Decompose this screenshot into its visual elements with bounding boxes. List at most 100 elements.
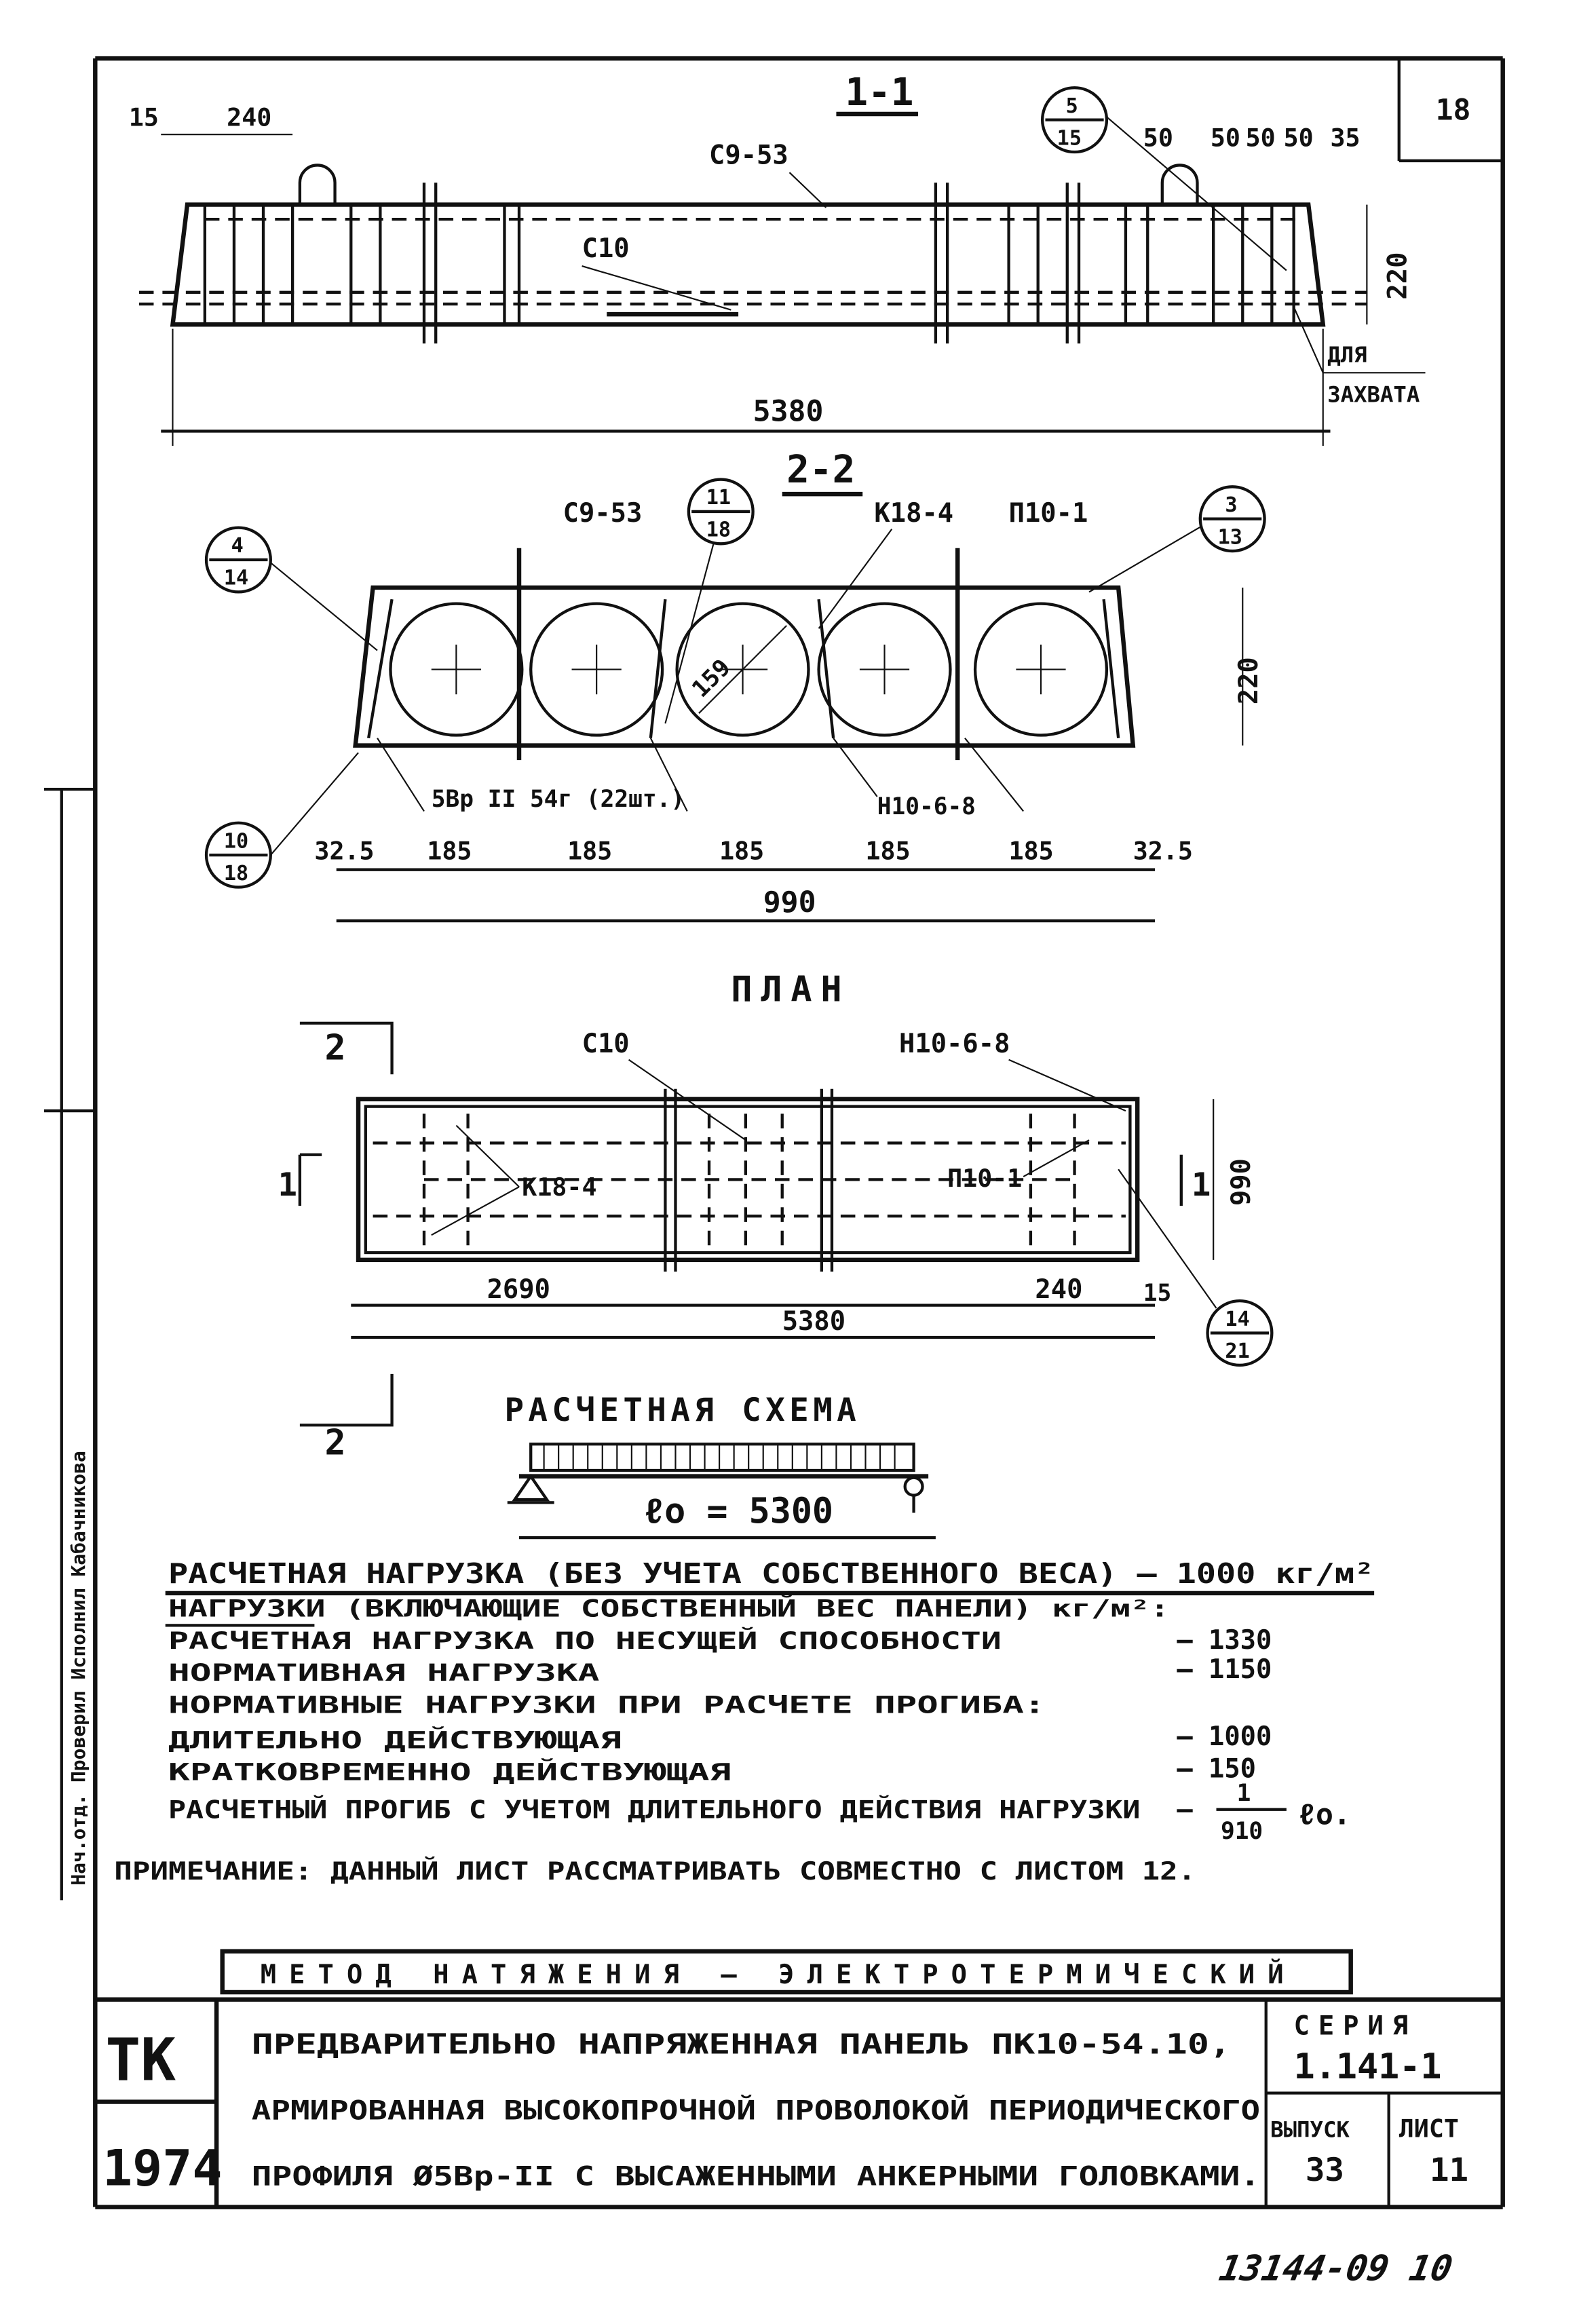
design-scheme: РАСЧЕТНАЯ СХЕМА ℓo = 5300	[504, 1392, 936, 1540]
left-signature-strip: Нач.отд. Проверил Исполнил Кабачникова	[43, 788, 96, 1901]
svg-text:10: 10	[224, 829, 248, 853]
load-row-value: — 1150	[1177, 1654, 1272, 1685]
callout-5-15: 5 15	[1041, 86, 1287, 271]
grip-note-2: ЗАХВАТА	[1327, 381, 1420, 407]
method-box: МЕТОД НАТЯЖЕНИЯ — ЭЛЕКТРОТЕРМИЧЕСКИЙ	[220, 1949, 1353, 1995]
title-line-2: АРМИРОВАННАЯ ВЫСОКОПРОЧНОЙ ПРОВОЛОКОЙ ПЕ…	[252, 2094, 1260, 2126]
svg-text:14: 14	[224, 567, 248, 590]
left-strip-text: Нач.отд. Проверил Исполнил Кабачникова	[67, 1451, 90, 1886]
plan-label-c10: С10	[582, 1029, 630, 1059]
load-row-label: КРАТКОВРЕМЕННО ДЕЙСТВУЮЩАЯ	[168, 1759, 731, 1787]
title-line-3: ПРОФИЛЯ Ø5Вр-II С ВЫСАЖЕННЫМИ АНКЕРНЫМИ …	[252, 2161, 1260, 2192]
cut-mark-1-left: 1	[278, 1166, 298, 1204]
plan-width-990: 990	[1226, 1158, 1257, 1206]
svg-text:11: 11	[706, 486, 731, 510]
sheet-corner-number: 18	[1436, 94, 1471, 128]
plan-label-p10-1: П10-1	[947, 1164, 1022, 1193]
issue-label: ВЫПУСК	[1270, 2116, 1350, 2142]
load-row-label: НОРМАТИВНАЯ НАГРУЗКА	[168, 1660, 600, 1687]
plan-label-n10-6-8: Н10-6-8	[899, 1029, 1010, 1059]
plan-dim-5380: 5380	[782, 1306, 845, 1337]
series-label: СЕРИЯ	[1294, 2011, 1417, 2041]
dim-15: 15	[129, 102, 159, 132]
dim-185-3: 185	[719, 837, 764, 866]
deflection-numerator: 1	[1237, 1780, 1251, 1807]
label-k18-4: К18-4	[874, 498, 953, 529]
svg-text:18: 18	[224, 862, 248, 885]
year: 1974	[102, 2139, 222, 2197]
svg-text:3: 3	[1225, 493, 1237, 517]
loads-text: РАСЧЕТНАЯ НАГРУЗКА (БЕЗ УЧЕТА СОБСТВЕННО…	[114, 1557, 1375, 1886]
deflection-suffix: ℓo.	[1298, 1797, 1351, 1831]
cut-mark-2-bottom: 2	[325, 1422, 346, 1463]
callout-4-14: 414	[204, 526, 378, 651]
dim-50-1: 50	[1143, 123, 1173, 152]
loads-header: НАГРУЗКИ (ВКЛЮЧАЮЩИЕ СОБСТВЕННЫЙ ВЕС ПАН…	[168, 1595, 1170, 1622]
org-code: ТК	[105, 2026, 176, 2094]
label-c10: С10	[582, 233, 630, 264]
scheme-span: ℓo = 5300	[643, 1491, 833, 1532]
dim-185-2: 185	[567, 837, 612, 866]
svg-text:4: 4	[231, 534, 244, 558]
width-990: 990	[763, 885, 816, 919]
dim-240: 240	[227, 102, 271, 132]
design-load-line: РАСЧЕТНАЯ НАГРУЗКА (БЕЗ УЧЕТА СОБСТВЕННО…	[168, 1557, 1374, 1590]
cut-mark-2-top: 2	[325, 1028, 346, 1069]
section-2-2-title: 2-2	[786, 448, 855, 492]
callout-14-21: 14 21	[1118, 1168, 1274, 1367]
cut-mark-1-right: 1	[1192, 1166, 1211, 1204]
load-row-label: РАСЧЕТНАЯ НАГРУЗКА ПО НЕСУЩЕЙ СПОСОБНОСТ…	[168, 1627, 1002, 1655]
label-n10-6-8: Н10-6-8	[877, 793, 976, 820]
load-row-value: — 150	[1177, 1753, 1256, 1784]
note: ПРИМЕЧАНИЕ: ДАННЫЙ ЛИСТ РАССМАТРИВАТЬ СО…	[114, 1856, 1196, 1886]
length-5380: 5380	[753, 394, 824, 428]
dim-50-2: 50	[1211, 123, 1240, 152]
section-1-1-title: 1-1	[845, 71, 913, 115]
load-row-value: — 1330	[1177, 1625, 1272, 1656]
plan-label-k18-4: К18-4	[522, 1173, 596, 1202]
svg-text:5: 5	[1066, 94, 1078, 118]
dim-185-1: 185	[427, 837, 472, 866]
deflection-label: РАСЧЕТНЫЙ ПРОГИБ С УЧЕТОМ ДЛИТЕЛЬНОГО ДЕ…	[168, 1795, 1140, 1825]
section-1-1: 1-1 15 240 50 50 50 50 35	[129, 71, 1426, 446]
dim-32-5-right: 32.5	[1133, 837, 1193, 866]
plan-view: ПЛАН 2 2 1 1 С10 Н10-6-8 К18-4 П10-1 990…	[278, 970, 1274, 1463]
height-220-section: 220	[1234, 657, 1264, 704]
svg-text:21: 21	[1225, 1339, 1249, 1363]
svg-text:14: 14	[1225, 1308, 1249, 1331]
load-row-value: — 1000	[1177, 1721, 1272, 1752]
series-number: 1.141-1	[1294, 2046, 1442, 2087]
deflection-denominator: 910	[1221, 1818, 1263, 1845]
label-c9-53-section: С9-53	[563, 498, 643, 529]
grip-note-1: ДЛЯ	[1327, 342, 1367, 368]
scheme-title: РАСЧЕТНАЯ СХЕМА	[504, 1392, 860, 1429]
title-block: ТК 1974 ПРЕДВАРИТЕЛЬНО НАПРЯЖЕННАЯ ПАНЕЛ…	[95, 1997, 1503, 2207]
dim-185-4: 185	[866, 837, 911, 866]
archive-number: 13144-09 10	[1216, 2249, 1456, 2289]
title-line-1: ПРЕДВАРИТЕЛЬНО НАПРЯЖЕННАЯ ПАНЕЛЬ ПК10-5…	[252, 2027, 1231, 2060]
dim-50-4: 50	[1284, 123, 1314, 152]
label-c9-53: С9-53	[709, 140, 788, 170]
svg-text:13: 13	[1218, 525, 1242, 549]
deflection-value: —	[1177, 1795, 1193, 1825]
stirrups-left	[203, 183, 1295, 344]
label-p10-1: П10-1	[1009, 498, 1088, 529]
callout-3-13: 313	[1088, 485, 1266, 593]
voids	[389, 602, 1109, 737]
sheet-label: ЛИСТ	[1399, 2114, 1459, 2143]
plan-dim-15: 15	[1143, 1280, 1172, 1307]
height-220: 220	[1383, 252, 1413, 300]
dim-50-3: 50	[1246, 123, 1276, 152]
load-row-label: НОРМАТИВНЫЕ НАГРУЗКИ ПРИ РАСЧЕТЕ ПРОГИБА…	[168, 1692, 1045, 1719]
load-row-label: ДЛИТЕЛЬНО ДЕЙСТВУЮЩАЯ	[168, 1726, 622, 1754]
dim-185-5: 185	[1009, 837, 1054, 866]
sheet-frame: 18	[93, 56, 1505, 2209]
plan-dim-2690: 2690	[487, 1274, 550, 1305]
issue-number: 33	[1306, 2152, 1344, 2189]
plan-title: ПЛАН	[731, 970, 850, 1010]
sheet-number: 11	[1430, 2152, 1468, 2189]
